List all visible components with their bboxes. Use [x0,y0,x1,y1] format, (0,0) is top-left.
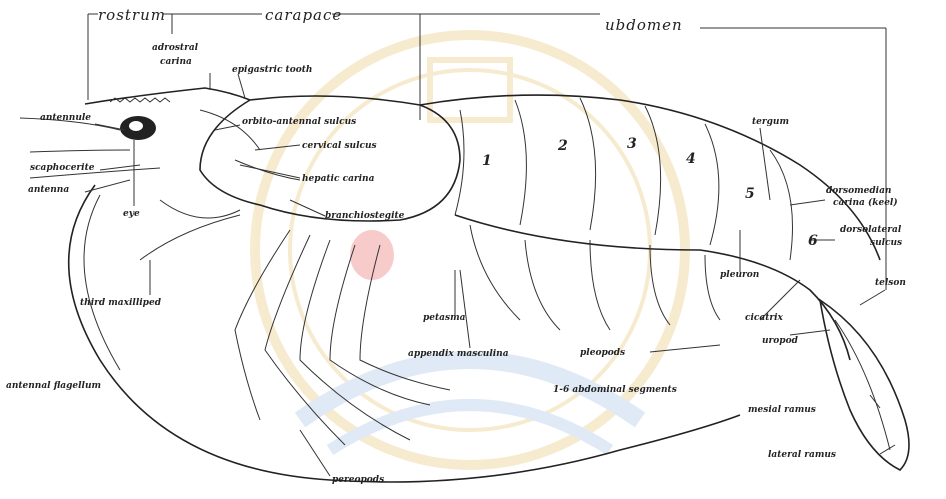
segment-number-5: 5 [745,186,755,202]
label-eye: eye [123,209,140,219]
label-dorsomedian-1: dorsomedian [826,186,891,196]
label-mesial-ramus: mesial ramus [748,405,816,415]
highlight-mark [350,230,394,280]
label-third-maxilliped: third maxilliped [80,298,162,308]
label-hepatic-carina: hepatic carina [302,174,375,184]
label-orbito-antennal-sulcus: orbito-antennal sulcus [242,117,356,127]
label-branchiostegite: branchiostegite [325,211,405,221]
segment-number-2: 2 [557,138,568,154]
segment-number-6: 6 [808,233,818,249]
label-telson: telson [875,278,906,288]
label-antennal-flagellum: antennal flagellum [6,381,101,391]
label-abdominal-segments: 1-6 abdominal segments [553,385,677,395]
label-antenna: antenna [28,185,69,195]
segment-number-4: 4 [686,151,696,167]
header-rostrum: rostrum [98,6,166,24]
label-adrostral-2: carina [160,57,192,67]
leader-lines [85,73,895,476]
label-pleuron: pleuron [720,270,759,280]
segment-number-3: 3 [627,136,637,152]
label-appendix-masculina: appendix masculina [408,349,509,359]
label-uropod: uropod [762,336,799,346]
label-tergum: tergum [752,117,789,127]
label-antennule: antennule [40,113,91,123]
label-dorsolateral-2: sulcus [870,238,902,248]
label-epigastric-tooth: epigastric tooth [232,65,312,75]
header-abdomen: ubdomen [605,16,683,34]
label-dorsomedian-2: carina (keel) [833,197,898,208]
label-petasma: petasma [423,313,466,323]
label-cervical-sulcus: cervical sulcus [302,141,377,151]
label-adrostral-1: adrostral [152,43,199,53]
label-scaphocerite: scaphocerite [30,163,95,173]
label-pereopods: pereopods [332,475,384,485]
header-brackets [88,14,886,290]
labels: adrostral carina epigastric tooth antenn… [6,43,906,485]
label-cicatrix: cicatrix [745,313,784,323]
segment-number-1: 1 [482,153,492,169]
header-carapace: carapace [265,6,342,24]
label-pleopods: pleopods [580,348,625,358]
label-lateral-ramus: lateral ramus [768,450,836,460]
shrimp-body [20,88,909,482]
label-dorsolateral-1: dorsolateral [840,225,902,235]
